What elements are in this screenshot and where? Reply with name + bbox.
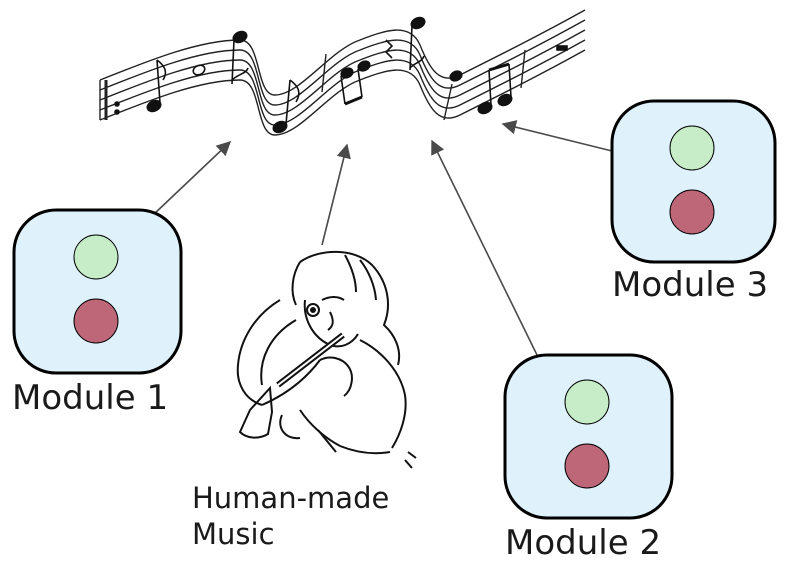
human-label-line-1: Human-made [192,481,390,515]
module-3-top-dot [669,125,715,171]
module-1-top-dot [73,234,119,280]
module-2-box [503,353,674,520]
module-2-bottom-dot [564,443,610,489]
arrows [152,120,613,358]
music-notes [114,16,568,134]
module-2-label: Module 2 [505,523,662,563]
module-1-bottom-dot [73,298,119,344]
module-3-label: Module 3 [612,265,769,305]
arrow-module1-to-music [152,141,232,216]
module-1-box [12,208,183,375]
arrow-module3-to-music [501,120,613,152]
module-2-top-dot [564,379,610,425]
arrow-module2-to-music [431,139,539,358]
module-3-bottom-dot [669,189,715,235]
human-label-line-2: Music [192,517,275,551]
module-1-label: Module 1 [12,378,169,418]
music-staff-illustration [99,9,586,136]
module-3-box [610,99,777,264]
arrow-human-to-music [321,143,351,246]
human-made-music-label: Human-made Music [192,480,389,552]
flute-player-illustration [236,250,417,469]
